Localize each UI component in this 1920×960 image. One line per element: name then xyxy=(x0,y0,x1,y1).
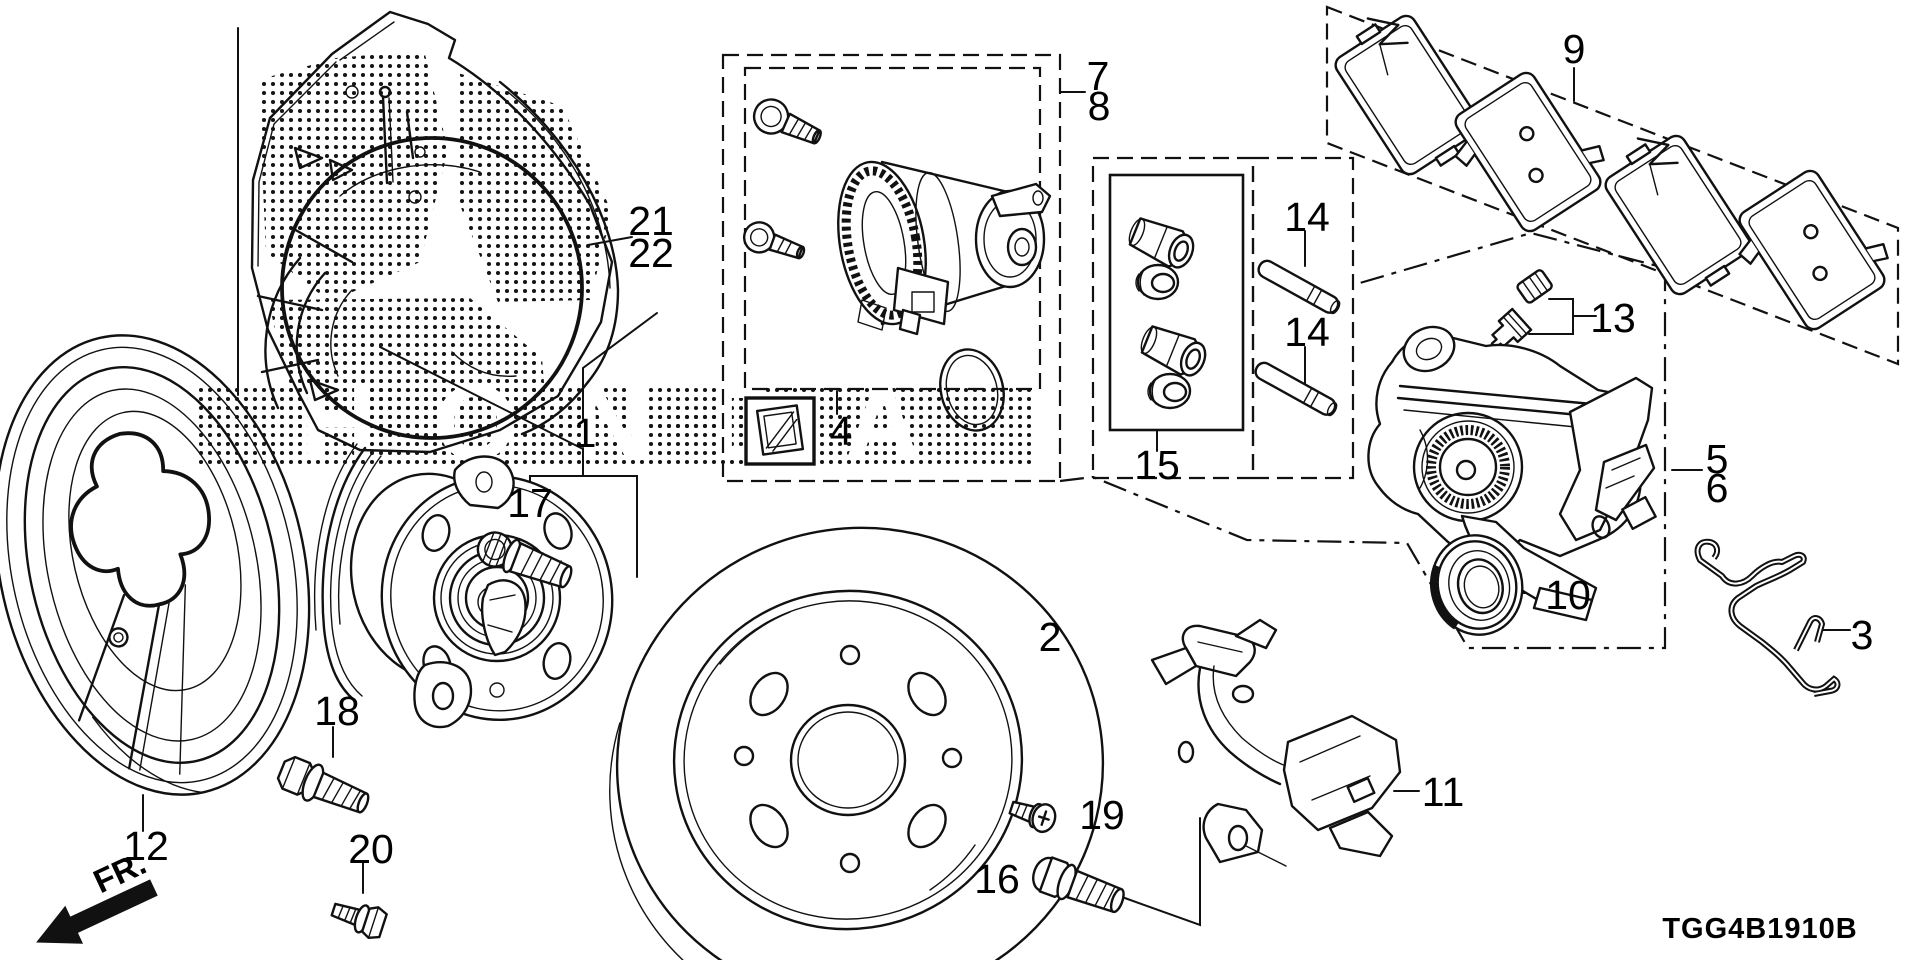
callout-21: 21 xyxy=(628,198,674,244)
caliper-bracket-drawing xyxy=(1150,618,1402,867)
splash-guard-drawing xyxy=(0,334,311,796)
brake-disc-drawing xyxy=(609,526,1105,960)
dust-cover-drawing xyxy=(250,10,620,454)
callout-11: 11 xyxy=(1422,769,1465,815)
callout-15: 15 xyxy=(1134,442,1180,488)
caliper-drawing xyxy=(1367,325,1657,622)
group-boxes xyxy=(721,5,1900,650)
callout-20: 20 xyxy=(348,826,394,872)
callout-12: 12 xyxy=(123,823,169,869)
mount-bolt-drawing xyxy=(1032,856,1125,914)
washer-screw-drawing xyxy=(1008,800,1057,834)
callout-2: 2 xyxy=(1039,614,1062,660)
callout-19: 19 xyxy=(1079,792,1125,838)
callout-17: 17 xyxy=(507,480,553,526)
callout-16: 16 xyxy=(974,856,1020,902)
hub-bolt-drawing xyxy=(276,755,370,814)
diagram-code: TGG4B1910B xyxy=(1662,913,1857,945)
boot-set-drawing xyxy=(1122,212,1212,410)
wheel-stud-drawing xyxy=(476,531,573,589)
piston-boot-drawing xyxy=(1430,534,1524,636)
bleeder-screw-drawing xyxy=(1488,269,1553,358)
callout-14a: 14 xyxy=(1284,194,1330,240)
callout-14b: 14 xyxy=(1284,309,1330,355)
callout-22: 22 xyxy=(628,230,674,276)
callout-7: 7 xyxy=(1087,53,1110,99)
callout-13: 13 xyxy=(1590,295,1636,341)
callout-18: 18 xyxy=(314,688,360,734)
brake-pads-drawing xyxy=(1321,0,1904,344)
callout-10: 10 xyxy=(1545,572,1591,618)
callout-9: 9 xyxy=(1563,26,1586,72)
callout-3: 3 xyxy=(1851,612,1874,658)
callout-1: 1 xyxy=(574,410,597,456)
callout-5: 5 xyxy=(1706,436,1729,482)
gear-unit-drawing xyxy=(742,98,1052,432)
parking-actuator-motor xyxy=(837,160,1052,336)
callout-labels: 1 2 3 4 5 6 7 8 9 10 11 12 13 14 14 15 1… xyxy=(123,26,1873,902)
halftone-texture: HONDA xyxy=(197,50,1035,482)
callout-8: 8 xyxy=(1088,83,1111,129)
hub-bearing-drawing xyxy=(313,443,614,729)
small-bolt-drawing xyxy=(330,902,388,940)
callout-6: 6 xyxy=(1706,465,1729,511)
gasket-drawing xyxy=(755,404,805,456)
watermark-text: HONDA xyxy=(300,364,979,482)
callout-4: 4 xyxy=(830,408,853,454)
pad-spring-drawing xyxy=(1694,538,1841,697)
